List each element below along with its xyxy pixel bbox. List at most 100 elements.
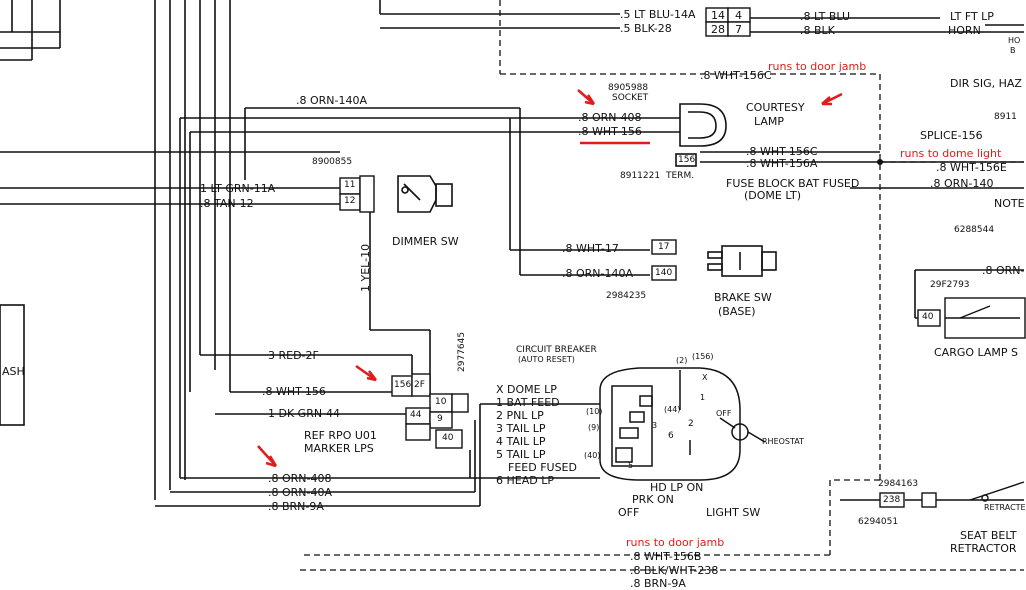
light-sw-pin-2: (2) — [676, 356, 688, 365]
term-label: TERM. — [666, 171, 695, 181]
light-sw-pin-10: (10) — [586, 407, 603, 416]
courtesy-label-2: LAMP — [754, 115, 785, 128]
part-6288544: 6288544 — [954, 225, 995, 235]
cargo-part-number: 29F2793 — [930, 280, 970, 290]
seat-belt-terminal-238: 238 — [883, 495, 901, 505]
retractor-label: RETRACTOR — [950, 542, 1017, 555]
terminal-4: 4 — [735, 9, 742, 22]
light-sw-pin-156: (156) — [692, 352, 714, 361]
dk-grn-44-label: 1 DK GRN-44 — [268, 407, 341, 420]
terminal-28: 28 — [711, 23, 725, 36]
light-sw-off-small: OFF — [716, 409, 732, 418]
connector-part-number: 2977645 — [457, 331, 467, 372]
note-label: NOTE — [994, 197, 1025, 210]
horn-partial-label: HO — [1008, 36, 1021, 45]
cargo-terminal-40: 40 — [922, 312, 934, 322]
auto-reset-label: (AUTO RESET) — [518, 355, 575, 364]
legend-item: 3 TAIL LP — [496, 422, 546, 435]
light-sw-pin-x: X — [702, 373, 708, 382]
orn-40a-label: .8 ORN-40A — [268, 486, 333, 499]
lt-grn-11a-label: 1 LT GRN-11A — [200, 182, 276, 195]
courtesy-orn-408-label: .8 ORN-408 — [578, 111, 642, 124]
dimmer-part-number: 8900855 — [312, 157, 353, 167]
courtesy-wht-156c-label: .8 WHT-156C — [746, 145, 818, 158]
light-sw-pin-3: 3 — [652, 421, 658, 430]
brake-terminal-17: 17 — [658, 242, 670, 252]
brake-orn-140a-label: .8 ORN-140A — [562, 267, 634, 280]
ash-label: ASH — [2, 365, 25, 378]
cargo-lamp-label: CARGO LAMP S — [934, 346, 1019, 359]
prk-on-label: PRK ON — [632, 493, 674, 506]
legend-item: 6 HEAD LP — [496, 474, 554, 487]
ref-rpo-label: REF RPO U01 — [304, 429, 377, 442]
dimmer-sw-label: DIMMER SW — [392, 235, 459, 248]
brake-sw-label: BRAKE SW — [714, 291, 772, 304]
dir-sig-label: DIR SIG, HAZ — [950, 77, 1022, 90]
annotation-dome-light: runs to dome light — [900, 147, 1002, 160]
rheostat-label: RHEOSTAT — [762, 437, 805, 446]
light-sw-pin-1: 1 — [700, 393, 706, 402]
horn-label: HORN — [948, 24, 981, 37]
right-blk-label: .8 BLK — [800, 24, 835, 37]
courtesy-wht-156a-label: .8 WHT-156A — [746, 157, 818, 170]
light-sw-pin-9: (9) — [588, 423, 600, 432]
orn-140-label: .8 ORN-140 — [930, 177, 994, 190]
wire-lt-blu-label: .5 LT BLU-14A — [620, 8, 696, 21]
wht-156c-top-label: .8 WHT-156C — [700, 69, 772, 82]
connector-cavity-44: 44 — [410, 410, 422, 420]
brake-terminal-140: 140 — [655, 268, 673, 278]
brake-wht-17-label: .8 WHT-17 — [562, 242, 619, 255]
brake-part-number: 2984235 — [606, 291, 647, 301]
wht-156e-label: .8 WHT-156E — [936, 161, 1007, 174]
courtesy-label-1: COURTESY — [746, 101, 805, 114]
connector-cavity-9: 9 — [437, 414, 443, 424]
connector-cavity-2f: 2F — [414, 380, 425, 390]
terminal-7: 7 — [735, 23, 742, 36]
terminal-14: 14 — [711, 9, 725, 22]
yel-10-label: 1 YEL-10 — [359, 243, 372, 292]
legend-item: X DOME LP — [496, 383, 557, 396]
connector-cavity-40: 40 — [442, 433, 454, 443]
wire-blk-label: .5 BLK-28 — [620, 22, 672, 35]
legend-item: 2 PNL LP — [496, 409, 544, 422]
light-sw-label: LIGHT SW — [706, 506, 761, 519]
brake-base-label: (BASE) — [718, 305, 756, 318]
brn-9a-label: .8 BRN-9A — [268, 500, 324, 513]
splice-label: SPLICE-156 — [920, 129, 983, 142]
annotation-door-jamb-top: runs to door jamb — [768, 60, 867, 73]
blk-wht-238-label: .8 BLK/WHT-238 — [630, 564, 719, 577]
part-8911: 8911 — [994, 112, 1017, 122]
term-156: 156 — [678, 155, 696, 165]
dimmer-terminal-12: 12 — [344, 196, 356, 206]
dimmer-terminal-11: 11 — [344, 180, 356, 190]
connector-orn-408-label: .8 ORN-408 — [268, 472, 332, 485]
hd-lp-on-label: HD LP ON — [650, 481, 704, 494]
circuit-breaker-label: CIRCUIT BREAKER — [516, 345, 597, 355]
retracted-label: RETRACTE — [984, 503, 1026, 512]
legend-item: 5 TAIL LP — [496, 448, 546, 461]
cargo-orn-label: .8 ORN- — [982, 264, 1025, 277]
red-2f-label: 3 RED-2F — [268, 349, 319, 362]
legend-item: 1 BAT FEED — [496, 396, 560, 409]
seat-belt-part-2: 6294051 — [858, 517, 899, 527]
light-sw-pin-44: (44) — [664, 405, 681, 414]
light-sw-pin-2b: 2 — [688, 419, 694, 429]
bottom-partial-label: .8 BRN-9A — [630, 577, 686, 590]
seat-belt-label: SEAT BELT — [960, 529, 1017, 542]
off-label: OFF — [618, 506, 640, 519]
orn-140a-label: .8 ORN-140A — [296, 94, 368, 107]
connector-wht-156-label: .8 WHT-156 — [262, 385, 326, 398]
horn-partial2-label: B — [1010, 46, 1016, 55]
light-switch-legend: X DOME LP 1 BAT FEED 2 PNL LP 3 TAIL LP … — [496, 384, 577, 488]
legend-item: 4 TAIL LP — [496, 435, 546, 448]
light-sw-pin-5: 5 — [628, 461, 634, 470]
wht-156b-label: .8 WHT-156B — [630, 550, 702, 563]
socket-label: SOCKET — [612, 93, 649, 103]
connector-cavity-10: 10 — [435, 397, 447, 407]
light-sw-pin-40: (40) — [584, 451, 601, 460]
right-lt-blu-label: .8 LT BLU — [800, 10, 850, 23]
lt-ft-lp-label: LT FT LP — [950, 10, 994, 23]
socket-part-number: 8905988 — [608, 83, 649, 93]
dome-lt-label: (DOME LT) — [744, 189, 801, 202]
